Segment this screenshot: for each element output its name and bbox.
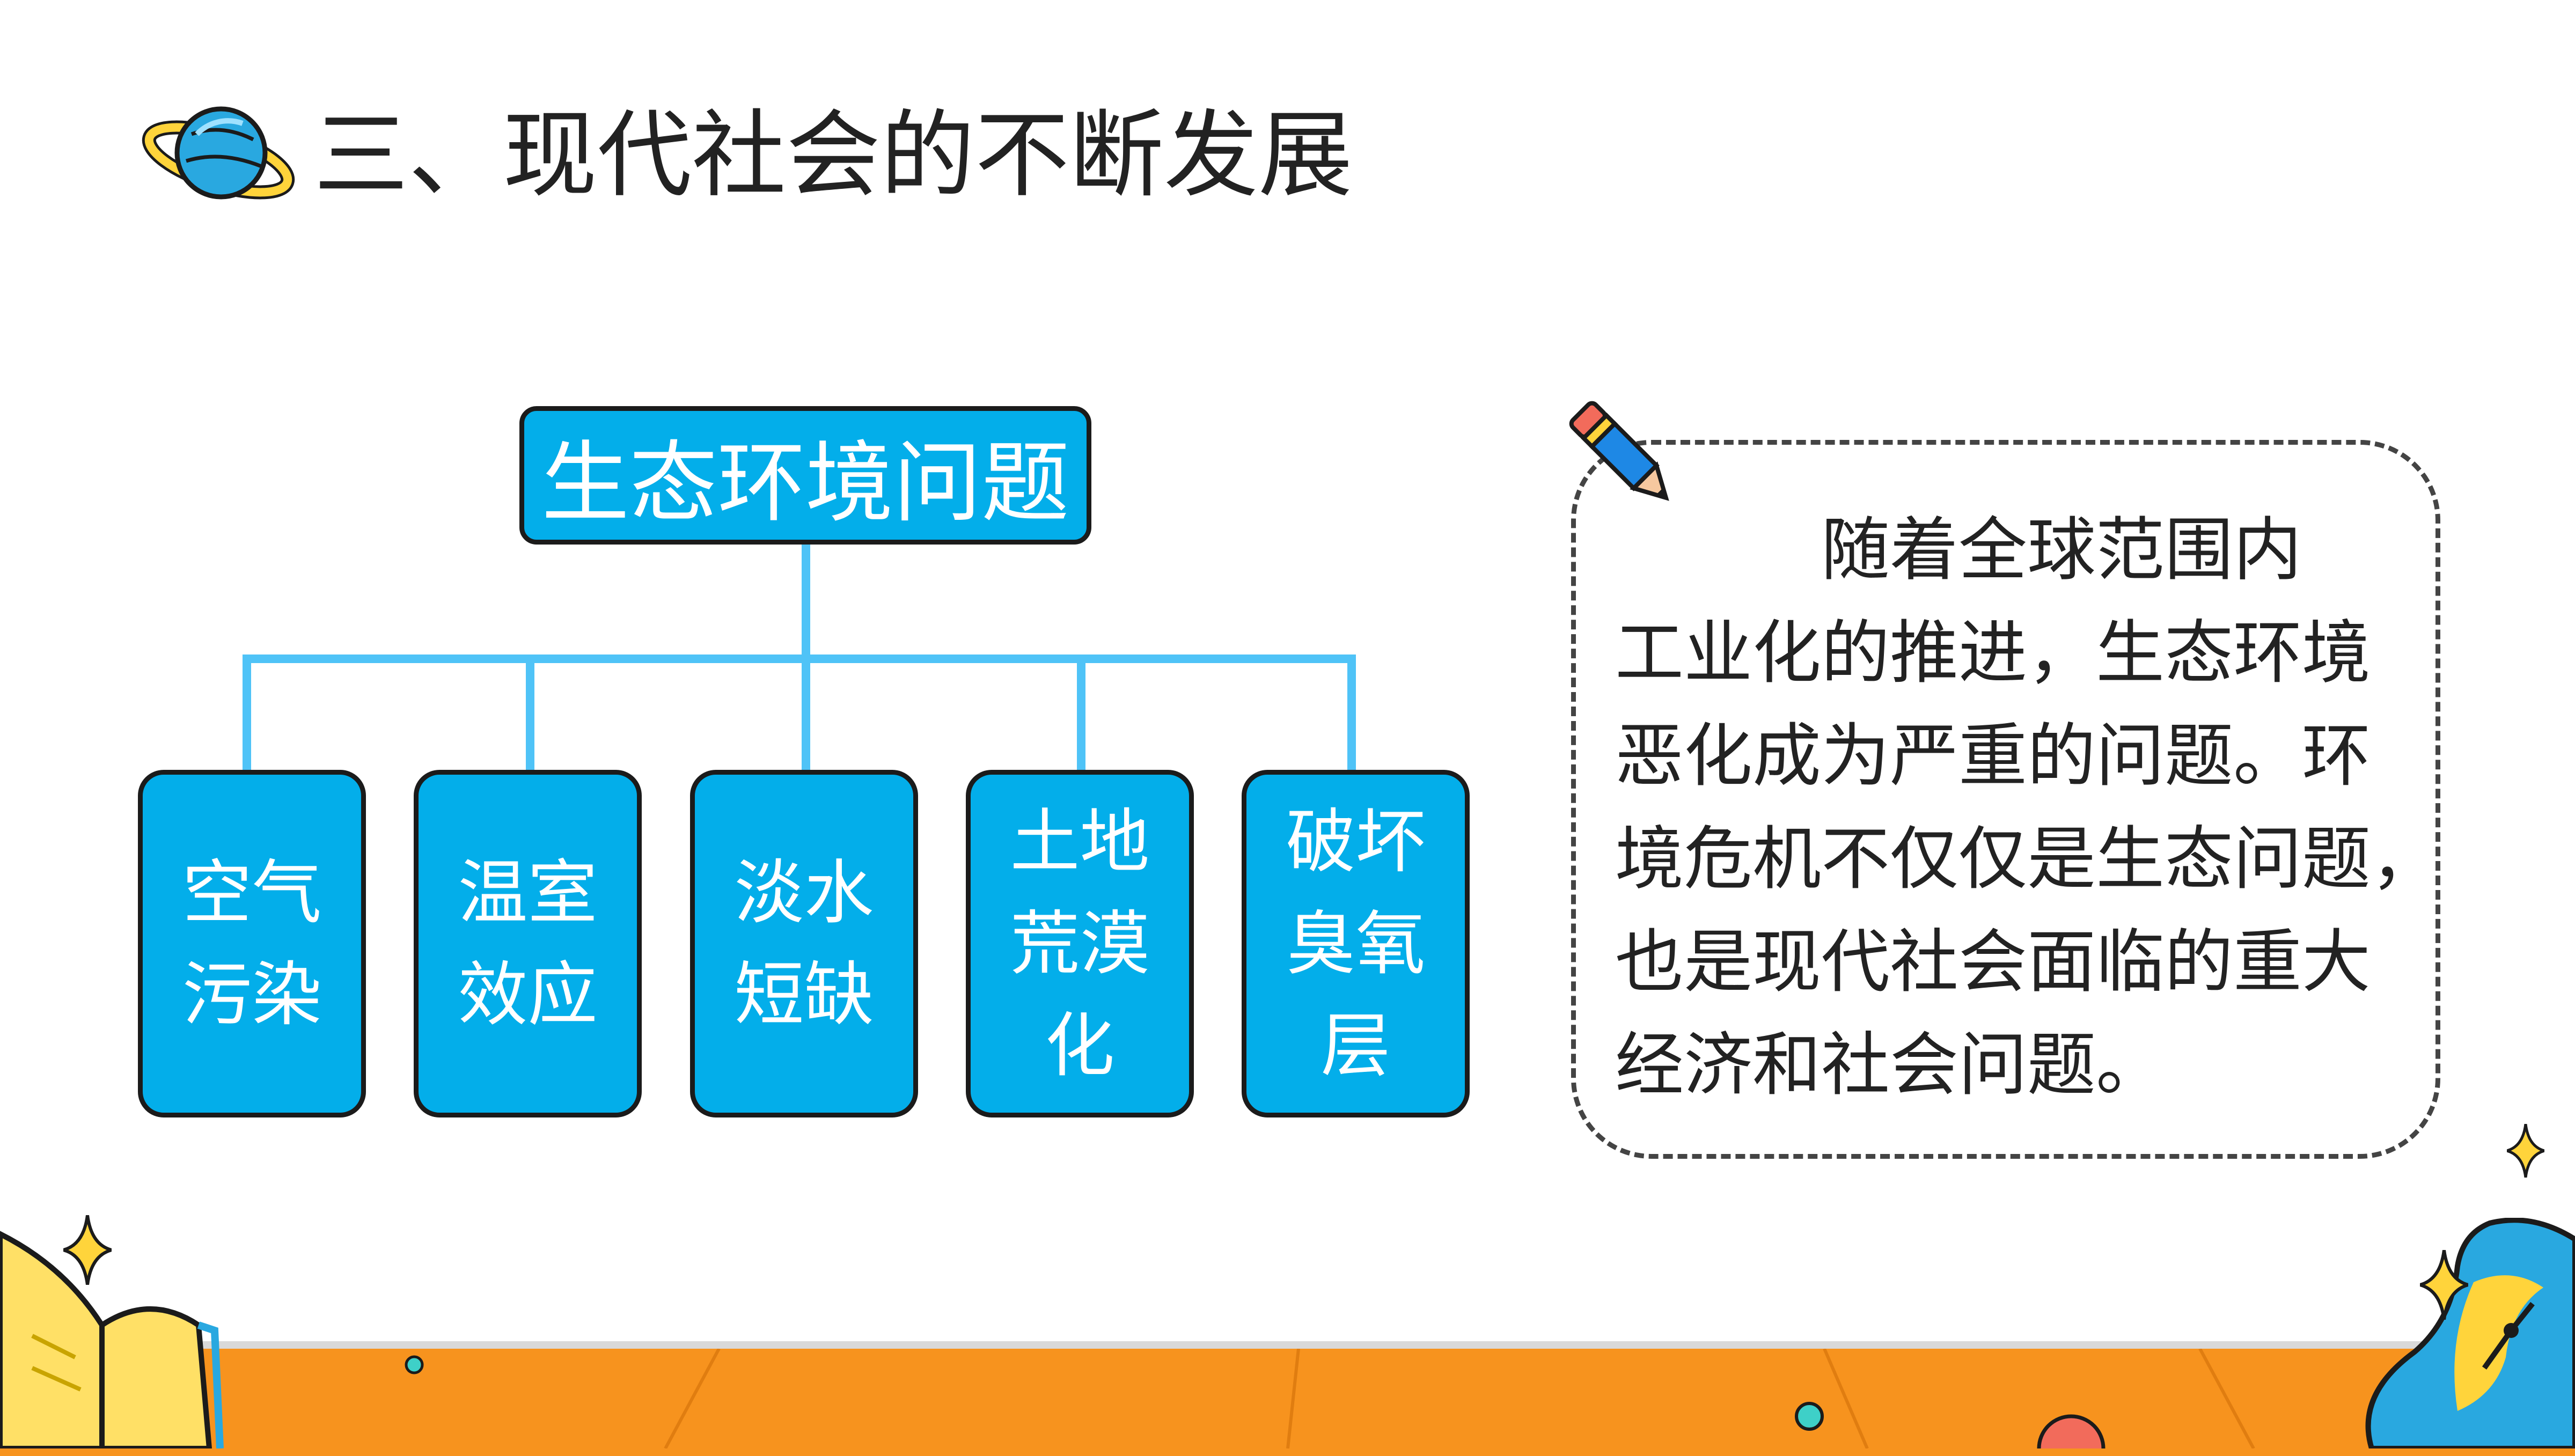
root-label: 生态环境问题 [541, 431, 1069, 534]
connector-drop-3 [802, 655, 810, 770]
open-book-icon [0, 1231, 224, 1448]
sparkle-icon [63, 1215, 112, 1285]
leaf-label-line: 短缺 [734, 954, 874, 1035]
leaf-label-line: 温室 [458, 852, 598, 933]
leaf-node-desertification: 土地 荒漠 化 [966, 770, 1194, 1117]
leaf-node-greenhouse: 温室 效应 [414, 770, 642, 1117]
clock-icon [2365, 1218, 2575, 1448]
connector-trunk [802, 545, 810, 660]
leaf-label-line: 荒漠 [1010, 903, 1150, 984]
note-card [1571, 440, 2440, 1159]
note-line: 也是现代社会面临的重大 [1615, 922, 2371, 1002]
page-title: 三、现代社会的不断发展 [314, 100, 1353, 210]
leaf-label-line: 化 [1045, 1005, 1115, 1086]
note-line: 工业化的推进，生态环境 [1615, 613, 2371, 693]
leaf-node-ozone: 破坏 臭氧 层 [1242, 770, 1470, 1117]
sparkle-icon [2420, 1250, 2468, 1320]
connector-drop-2 [526, 655, 534, 770]
leaf-label-line: 效应 [458, 954, 598, 1035]
connector-drop-1 [243, 655, 251, 770]
leaf-label-line: 层 [1320, 1005, 1391, 1086]
diagram-root-node: 生态环境问题 [519, 406, 1091, 545]
leaf-label-line: 土地 [1010, 801, 1150, 883]
note-body: 随着全球范围内 工业化的推进，生态环境 恶化成为严重的问题。环 境危机不仅仅是生… [1615, 499, 2440, 1117]
leaf-node-air-pollution: 空气 污染 [138, 770, 366, 1117]
leaf-label-line: 污染 [182, 954, 322, 1035]
pencil-icon [1569, 401, 1669, 501]
leaf-label-line: 淡水 [734, 852, 874, 933]
note-line: 境危机不仅仅是生态问题， [1615, 819, 2440, 899]
leaf-label-line: 臭氧 [1286, 903, 1426, 984]
note-line: 经济和社会问题。 [1615, 1025, 2165, 1105]
leaf-node-water-shortage: 淡水 短缺 [690, 770, 918, 1117]
connector-bar [243, 655, 1356, 663]
connector-drop-4 [1077, 655, 1085, 770]
leaf-label-line: 破坏 [1286, 801, 1426, 883]
note-line: 恶化成为严重的问题。环 [1615, 716, 2371, 796]
planet-icon [142, 106, 295, 200]
note-line: 随着全球范围内 [1615, 510, 2302, 590]
sparkle-icon [2507, 1124, 2544, 1178]
dot-decoration [405, 1355, 424, 1374]
dot-decoration [2037, 1414, 2106, 1448]
leaf-label-line: 空气 [182, 852, 322, 933]
dot-decoration [1795, 1402, 1824, 1431]
connector-drop-5 [1347, 655, 1356, 770]
floor-lines [664, 1349, 2255, 1448]
